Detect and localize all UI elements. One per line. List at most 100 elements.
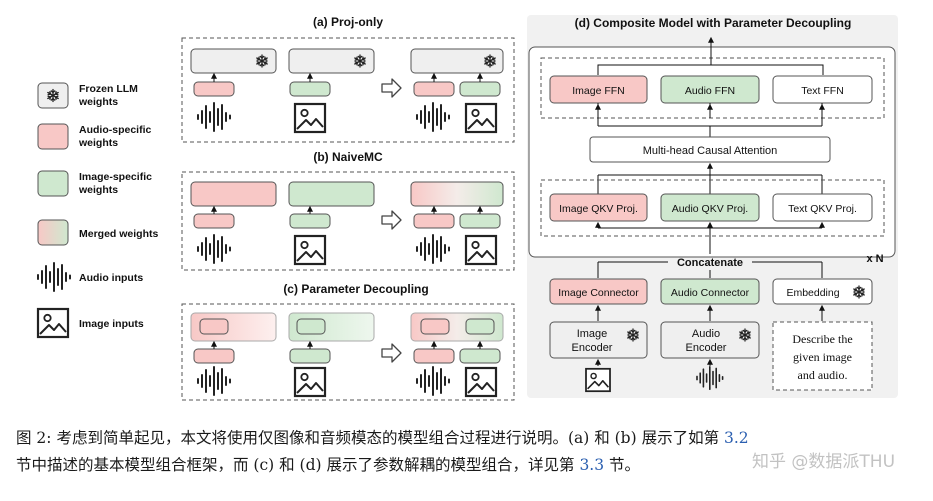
repeat-label: x N bbox=[866, 253, 883, 265]
image-icon bbox=[464, 102, 498, 134]
ffn-frame bbox=[540, 57, 885, 119]
audio-ffn-label: Audio FFN bbox=[685, 85, 735, 97]
diagram: Frozen LLM weights Audio-specific weight… bbox=[36, 15, 898, 401]
waveform-icon bbox=[416, 366, 450, 396]
caption-ref-3-3[interactable]: 3.3 bbox=[579, 456, 605, 474]
image-icon bbox=[293, 102, 327, 134]
prompt-line-1: Describe the bbox=[792, 332, 852, 346]
frozen-block bbox=[190, 48, 277, 74]
panel-c: (c) Parameter Decoupling bbox=[181, 282, 515, 401]
audio-connector-label: Audio Connector bbox=[671, 287, 750, 299]
legend-merged-label: Merged weights bbox=[79, 228, 159, 240]
legend-image-inputs-label: Image inputs bbox=[79, 318, 144, 330]
panel-c-frame bbox=[181, 303, 515, 401]
legend-frozen-label-1: Frozen LLM bbox=[79, 83, 138, 95]
prompt-line-2: given image bbox=[793, 350, 852, 364]
image-qkv-label: Image QKV Proj. bbox=[559, 203, 638, 215]
frozen-block bbox=[288, 48, 375, 74]
caption-line2-end: 节。 bbox=[604, 456, 641, 474]
audio-specific-weights bbox=[420, 318, 450, 335]
audio-specific-weights bbox=[199, 318, 229, 335]
image-icon bbox=[464, 366, 498, 398]
image-specific-weights bbox=[296, 318, 326, 335]
embedding-label: Embedding bbox=[786, 287, 839, 299]
attention-label: Multi-head Causal Attention bbox=[643, 145, 778, 157]
legend-audio-label-1: Audio-specific bbox=[79, 124, 152, 136]
audio-projector bbox=[193, 81, 235, 97]
prompt-line-3: and audio. bbox=[798, 368, 848, 382]
legend-image-label-1: Image-specific bbox=[79, 171, 152, 183]
panel-a: (a) Proj-only bbox=[181, 15, 515, 143]
image-projector bbox=[289, 81, 331, 97]
image-projector bbox=[459, 348, 501, 364]
image-projector bbox=[289, 213, 331, 229]
hollow-arrow-icon bbox=[381, 78, 402, 98]
panel-d-title: (d) Composite Model with Parameter Decou… bbox=[575, 16, 852, 30]
audio-projector bbox=[413, 348, 455, 364]
panel-d: (d) Composite Model with Parameter Decou… bbox=[527, 15, 898, 398]
image-icon bbox=[464, 234, 498, 266]
image-encoder-label-2: Encoder bbox=[572, 342, 613, 354]
text-qkv-box bbox=[772, 193, 873, 222]
waveform-icon bbox=[416, 102, 450, 132]
audio-connector-box bbox=[660, 278, 760, 305]
audio-qkv-label: Audio QKV Proj. bbox=[672, 203, 748, 215]
legend-merged-swatch bbox=[37, 219, 69, 246]
audio-llm-block bbox=[190, 181, 277, 207]
audio-encoder-box bbox=[660, 321, 760, 359]
audio-projector bbox=[413, 213, 455, 229]
panel-a-title: (a) Proj-only bbox=[313, 15, 383, 29]
image-icon bbox=[36, 307, 70, 339]
legend: Frozen LLM weights Audio-specific weight… bbox=[36, 82, 159, 339]
image-specific-weights bbox=[465, 318, 495, 335]
merged-llm-block bbox=[410, 181, 504, 207]
image-icon bbox=[585, 367, 611, 393]
audio-encoder-label-1: Audio bbox=[692, 328, 720, 340]
audio-encoder-label-2: Encoder bbox=[686, 342, 727, 354]
caption-ref-3-2[interactable]: 3.2 bbox=[724, 429, 749, 447]
image-projector bbox=[459, 81, 501, 97]
watermark: 知乎 @数据派THU bbox=[752, 452, 896, 472]
waveform-icon bbox=[197, 366, 231, 396]
figure-caption: 图 2: 考虑到简单起见，本文将使用仅图像和音频模态的模型组合过程进行说明。(a… bbox=[16, 425, 921, 479]
waveform-icon bbox=[197, 102, 231, 132]
image-encoder-label-1: Image bbox=[577, 328, 608, 340]
image-connector-box bbox=[549, 278, 648, 305]
concatenate-label: Concatenate bbox=[677, 257, 743, 269]
hollow-arrow-icon bbox=[381, 210, 402, 230]
legend-frozen-label-2: weights bbox=[78, 96, 118, 108]
hollow-arrow-icon bbox=[381, 343, 402, 363]
legend-image-label-2: weights bbox=[78, 184, 118, 196]
text-prompt-box bbox=[772, 321, 873, 391]
caption-line2: 节中描述的基本模型组合框架，而 (c) 和 (d) 展示了参数解耦的模型组合，详… bbox=[16, 456, 580, 474]
image-connector-label: Image Connector bbox=[558, 287, 639, 299]
panel-b: (b) NaiveMC bbox=[181, 150, 515, 271]
waveform-icon bbox=[197, 234, 231, 264]
waveform-icon bbox=[416, 234, 450, 264]
attention-box bbox=[589, 136, 831, 163]
caption-line1: 图 2: 考虑到简单起见，本文将使用仅图像和音频模态的模型组合过程进行说明。(a… bbox=[16, 429, 725, 447]
panel-c-title: (c) Parameter Decoupling bbox=[283, 282, 428, 296]
audio-projector bbox=[193, 348, 235, 364]
panel-b-frame bbox=[181, 171, 515, 271]
legend-audio-inputs-label: Audio inputs bbox=[79, 272, 143, 284]
qkv-frame bbox=[540, 179, 885, 237]
panel-a-frame bbox=[181, 37, 515, 143]
legend-audio-label-2: weights bbox=[78, 137, 118, 149]
panel-b-title: (b) NaiveMC bbox=[313, 150, 383, 164]
image-encoder-box bbox=[549, 321, 648, 359]
text-ffn-label: Text FFN bbox=[801, 85, 844, 97]
legend-audio-swatch bbox=[37, 123, 69, 150]
embedding-box bbox=[772, 278, 873, 305]
audio-qkv-box bbox=[660, 193, 760, 222]
image-icon bbox=[293, 234, 327, 266]
audio-projector bbox=[413, 81, 455, 97]
frozen-block bbox=[410, 48, 504, 74]
image-ffn-label: Image FFN bbox=[572, 85, 625, 97]
waveform-icon bbox=[37, 262, 71, 292]
image-icon bbox=[293, 366, 327, 398]
audio-projector bbox=[193, 213, 235, 229]
image-projector bbox=[459, 213, 501, 229]
image-llm-block bbox=[288, 181, 375, 207]
